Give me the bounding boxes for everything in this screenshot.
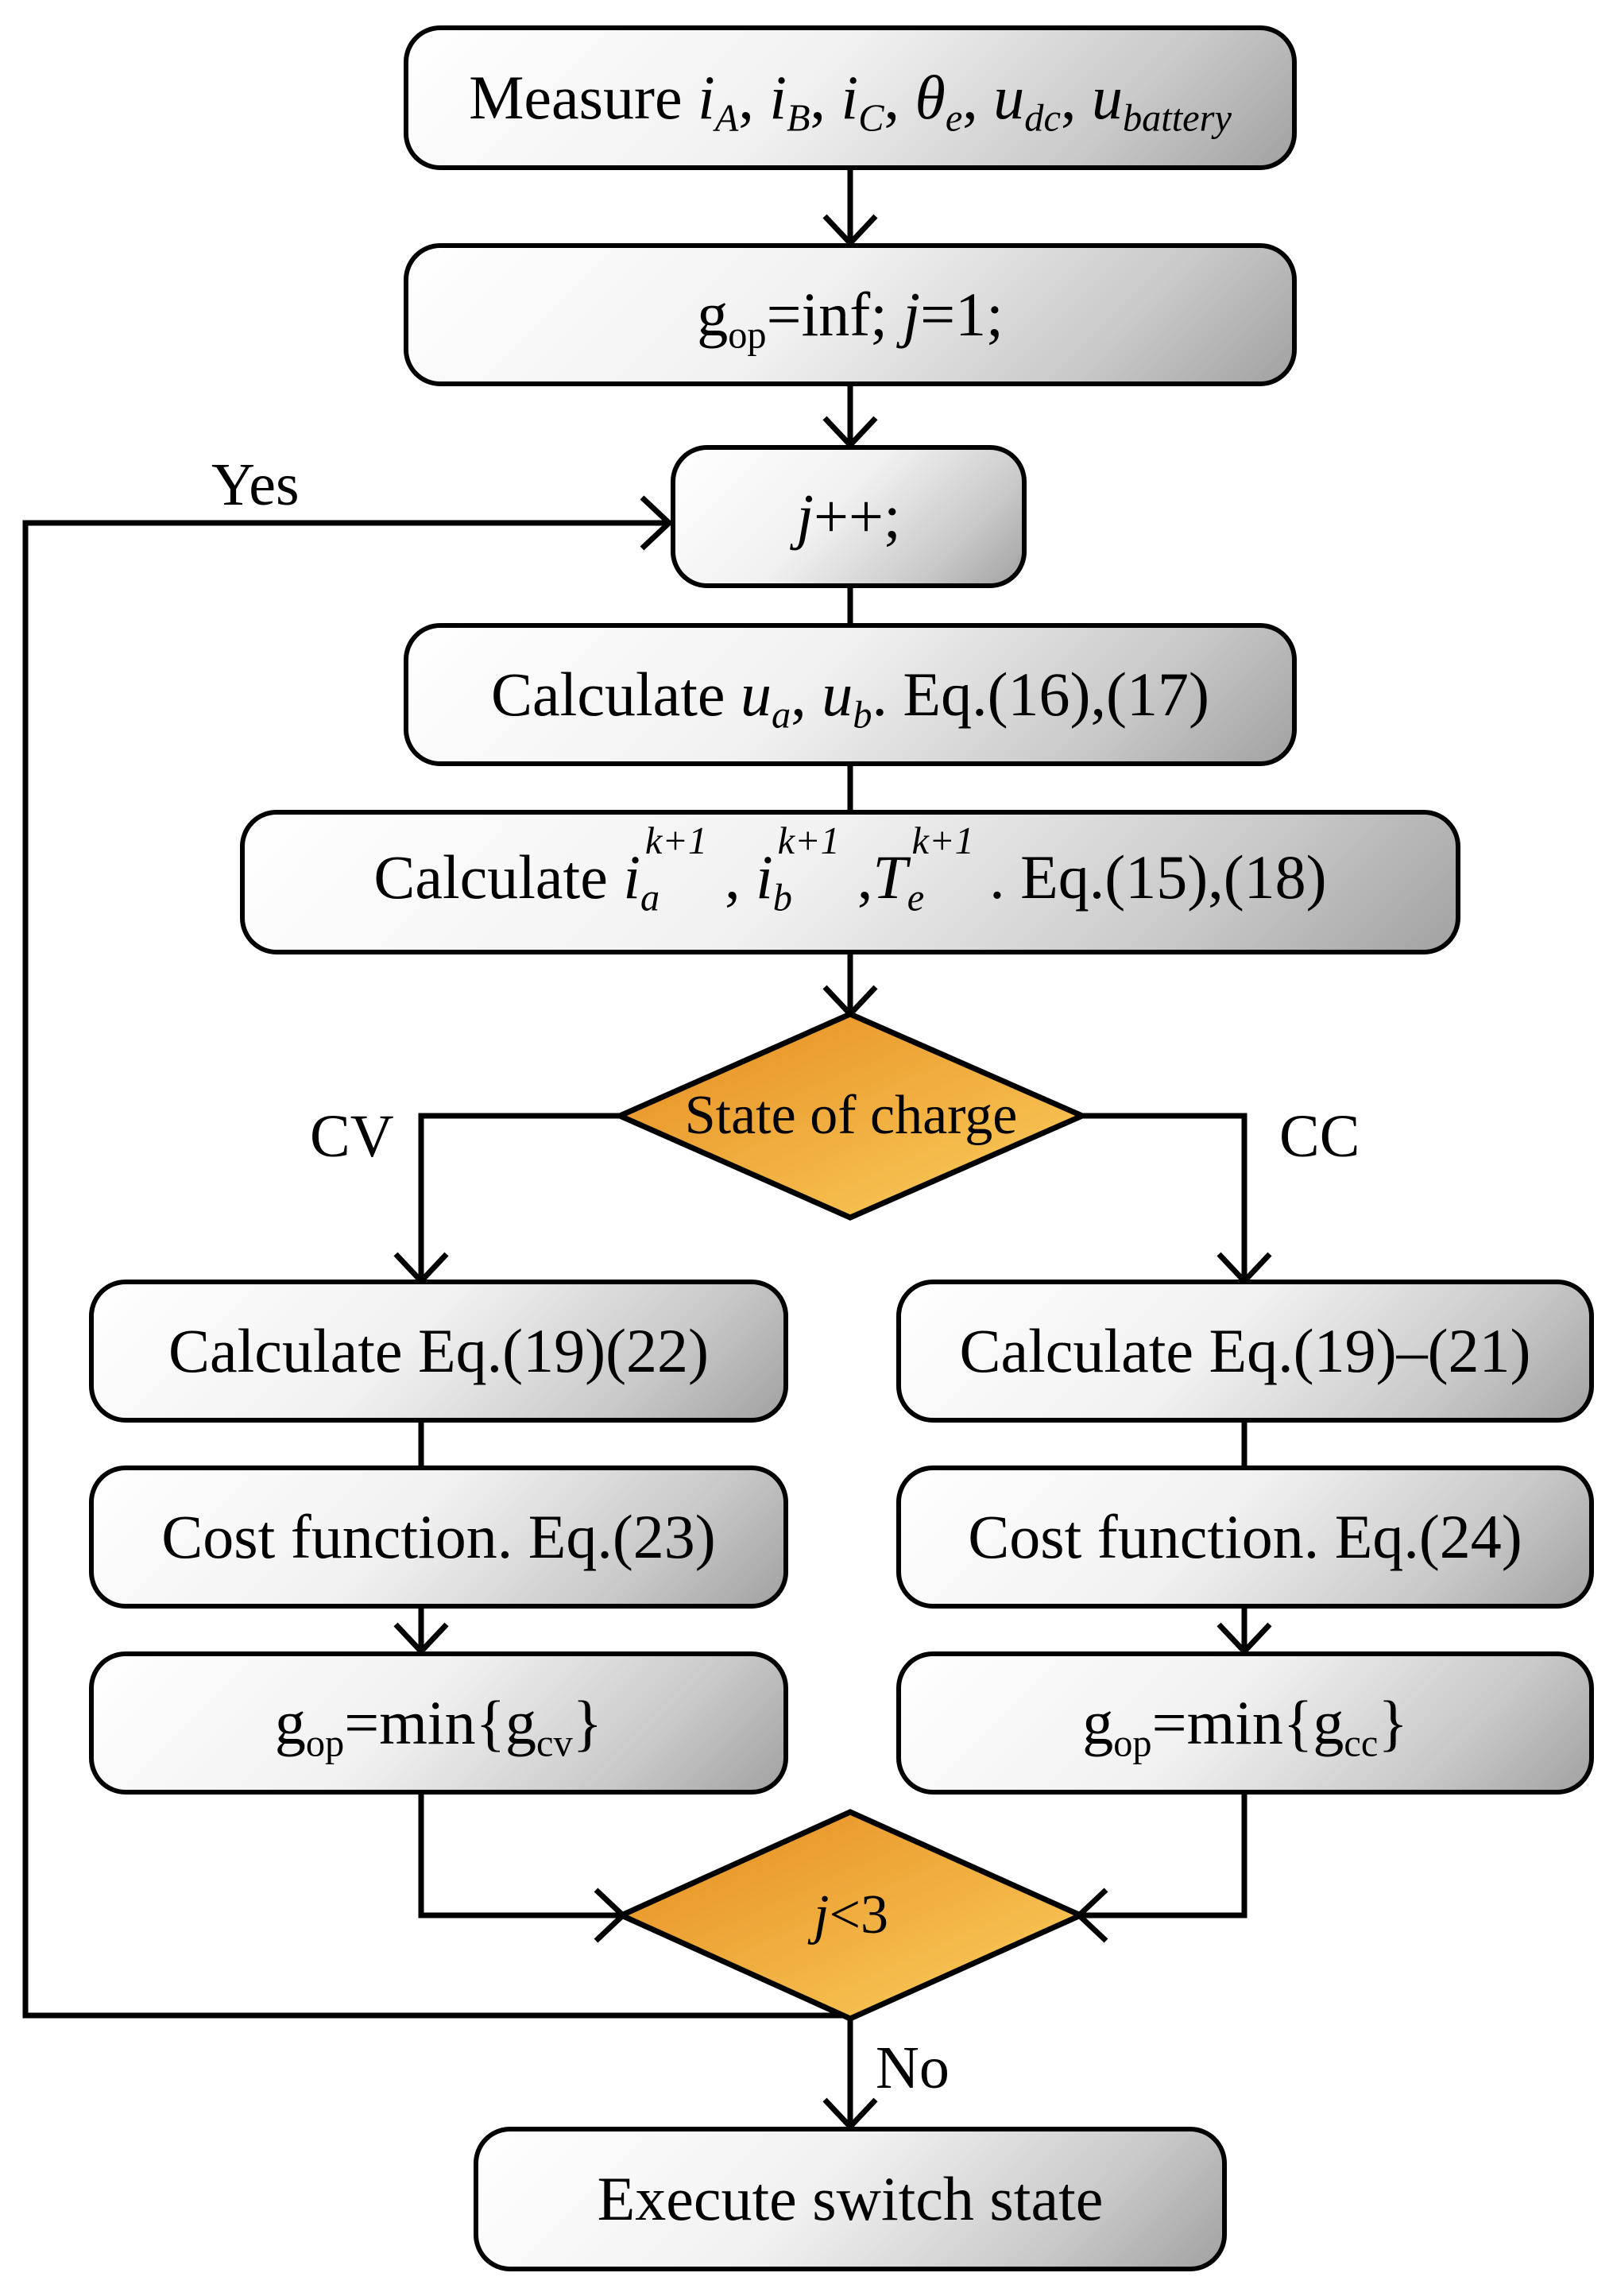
measure-text: Measure iA, iB, iC, θe, udc, ubattery bbox=[469, 63, 1232, 140]
decision-loop-rest: <3 bbox=[829, 1884, 888, 1946]
init-text: gop=inf; j=1; bbox=[697, 284, 1004, 355]
cv-min-text: gop=min{gcv} bbox=[275, 1692, 602, 1764]
cc-min-g: g bbox=[1082, 1688, 1114, 1757]
cc-calc-box: Calculate Eq.(19)–(21) bbox=[896, 1280, 1594, 1423]
calc-i-sup-a: k+1 bbox=[644, 820, 708, 863]
cv-cost-text: Cost function. Eq.(23) bbox=[161, 1502, 716, 1571]
calc-u-ub: u bbox=[822, 660, 853, 729]
cv-min-end: } bbox=[572, 1688, 603, 1757]
execute-text: Execute switch state bbox=[597, 2164, 1104, 2233]
calc-u-box: Calculate ua, ub. Eq.(16),(17) bbox=[404, 623, 1297, 766]
measure-var-udc: u bbox=[993, 63, 1025, 132]
init-rest2: =1; bbox=[920, 280, 1004, 349]
measure-sub-b: B bbox=[787, 97, 810, 140]
calc-u-sep: , bbox=[791, 660, 822, 729]
cv-min-mid: =min{g bbox=[344, 1688, 537, 1757]
cc-calc-text: Calculate Eq.(19)–(21) bbox=[959, 1316, 1531, 1385]
connector-ccmin-loop bbox=[1081, 1792, 1247, 1918]
calc-i-te: T bbox=[872, 842, 907, 912]
measure-sub-dc: dc bbox=[1024, 97, 1061, 140]
measure-var-ia: i bbox=[698, 63, 715, 132]
measure-var-ib: i bbox=[769, 63, 787, 132]
calc-u-suffix: . Eq.(16),(17) bbox=[872, 660, 1209, 729]
calc-u-ua: u bbox=[741, 660, 772, 729]
increment-j: j bbox=[796, 482, 814, 551]
decision-loop-j: j bbox=[814, 1884, 830, 1946]
cv-min-sub2: cv bbox=[536, 1722, 573, 1765]
calc-u-sub-a: a bbox=[772, 694, 791, 737]
calc-i-sub-b: b bbox=[772, 877, 792, 920]
calc-i-ia-scripts: a k+1 bbox=[640, 822, 707, 920]
measure-var-ubattery: u bbox=[1091, 63, 1123, 132]
calc-i-suffix: . Eq.(15),(18) bbox=[989, 842, 1327, 912]
calc-i-sup-b: k+1 bbox=[777, 820, 840, 863]
flow-label-cc: CC bbox=[1279, 1103, 1360, 1170]
cv-cost-box: Cost function. Eq.(23) bbox=[89, 1465, 788, 1609]
cc-min-text: gop=min{gcc} bbox=[1082, 1692, 1408, 1764]
init-rest1: =inf; bbox=[766, 280, 903, 349]
increment-rest: ++; bbox=[814, 482, 901, 551]
calc-i-sep2: , bbox=[857, 842, 873, 912]
connector-cvmin-loop bbox=[418, 1792, 621, 1918]
calc-u-prefix: Calculate bbox=[491, 660, 741, 729]
arrowhead-yes bbox=[640, 495, 674, 551]
cv-calc-box: Calculate Eq.(19)(22) bbox=[89, 1280, 788, 1423]
cc-cost-box: Cost function. Eq.(24) bbox=[896, 1465, 1594, 1609]
measure-sub-e: e bbox=[945, 97, 963, 140]
cc-cost-text: Cost function. Eq.(24) bbox=[968, 1502, 1522, 1571]
calc-i-ib-scripts: b k+1 bbox=[772, 822, 840, 920]
connector-soc-cv bbox=[418, 1113, 620, 1280]
calc-i-prefix: Calculate bbox=[373, 842, 624, 912]
connector-soc-cc bbox=[1082, 1113, 1247, 1280]
measure-sub-a: A bbox=[714, 97, 739, 140]
calc-i-sub-e: e bbox=[907, 877, 925, 920]
cv-min-box: gop=min{gcv} bbox=[89, 1651, 788, 1795]
flow-label-yes: Yes bbox=[211, 451, 300, 518]
measure-var-ic: i bbox=[841, 63, 859, 132]
init-j: j bbox=[903, 280, 921, 349]
calc-u-sub-b: b bbox=[853, 694, 872, 737]
calc-u-text: Calculate ua, ub. Eq.(16),(17) bbox=[491, 664, 1209, 735]
measure-var-theta: θ bbox=[915, 63, 946, 132]
calc-i-sep1: , bbox=[725, 842, 756, 912]
decision-soc-label: State of charge bbox=[684, 1085, 1018, 1146]
cc-min-box: gop=min{gcc} bbox=[896, 1651, 1594, 1795]
decision-loop-diamond bbox=[614, 1809, 1088, 2022]
cv-min-sub: op bbox=[305, 1722, 345, 1765]
increment-box: j++; bbox=[671, 445, 1027, 588]
cc-min-end: } bbox=[1378, 1688, 1408, 1757]
decision-soc-diamond bbox=[613, 1011, 1089, 1221]
measure-box: Measure iA, iB, iC, θe, udc, ubattery bbox=[404, 25, 1297, 170]
init-g: g bbox=[697, 280, 729, 349]
flow-label-no: No bbox=[876, 2035, 950, 2101]
calc-i-sub-a: a bbox=[640, 877, 660, 920]
cc-min-sub: op bbox=[1113, 1722, 1152, 1765]
calc-i-ia: i bbox=[623, 842, 641, 912]
execute-box: Execute switch state bbox=[474, 2127, 1227, 2271]
increment-text: j++; bbox=[796, 486, 900, 548]
calc-i-te-scripts: e k+1 bbox=[907, 822, 974, 920]
decision-loop-label: j<3 bbox=[621, 1874, 1081, 1957]
flow-label-cv: CV bbox=[310, 1103, 394, 1170]
measure-sub-c: C bbox=[858, 97, 884, 140]
init-sub: op bbox=[728, 314, 767, 357]
measure-sub-battery: battery bbox=[1122, 97, 1232, 140]
cc-min-mid: =min{g bbox=[1151, 1688, 1344, 1757]
cv-calc-text: Calculate Eq.(19)(22) bbox=[168, 1316, 710, 1385]
calc-i-sup-e: k+1 bbox=[911, 820, 974, 863]
init-box: gop=inf; j=1; bbox=[404, 243, 1297, 386]
measure-prefix: Measure bbox=[469, 63, 683, 132]
cc-min-sub2: cc bbox=[1344, 1722, 1379, 1765]
cv-min-g: g bbox=[274, 1688, 306, 1757]
calc-i-ib: i bbox=[756, 842, 773, 912]
